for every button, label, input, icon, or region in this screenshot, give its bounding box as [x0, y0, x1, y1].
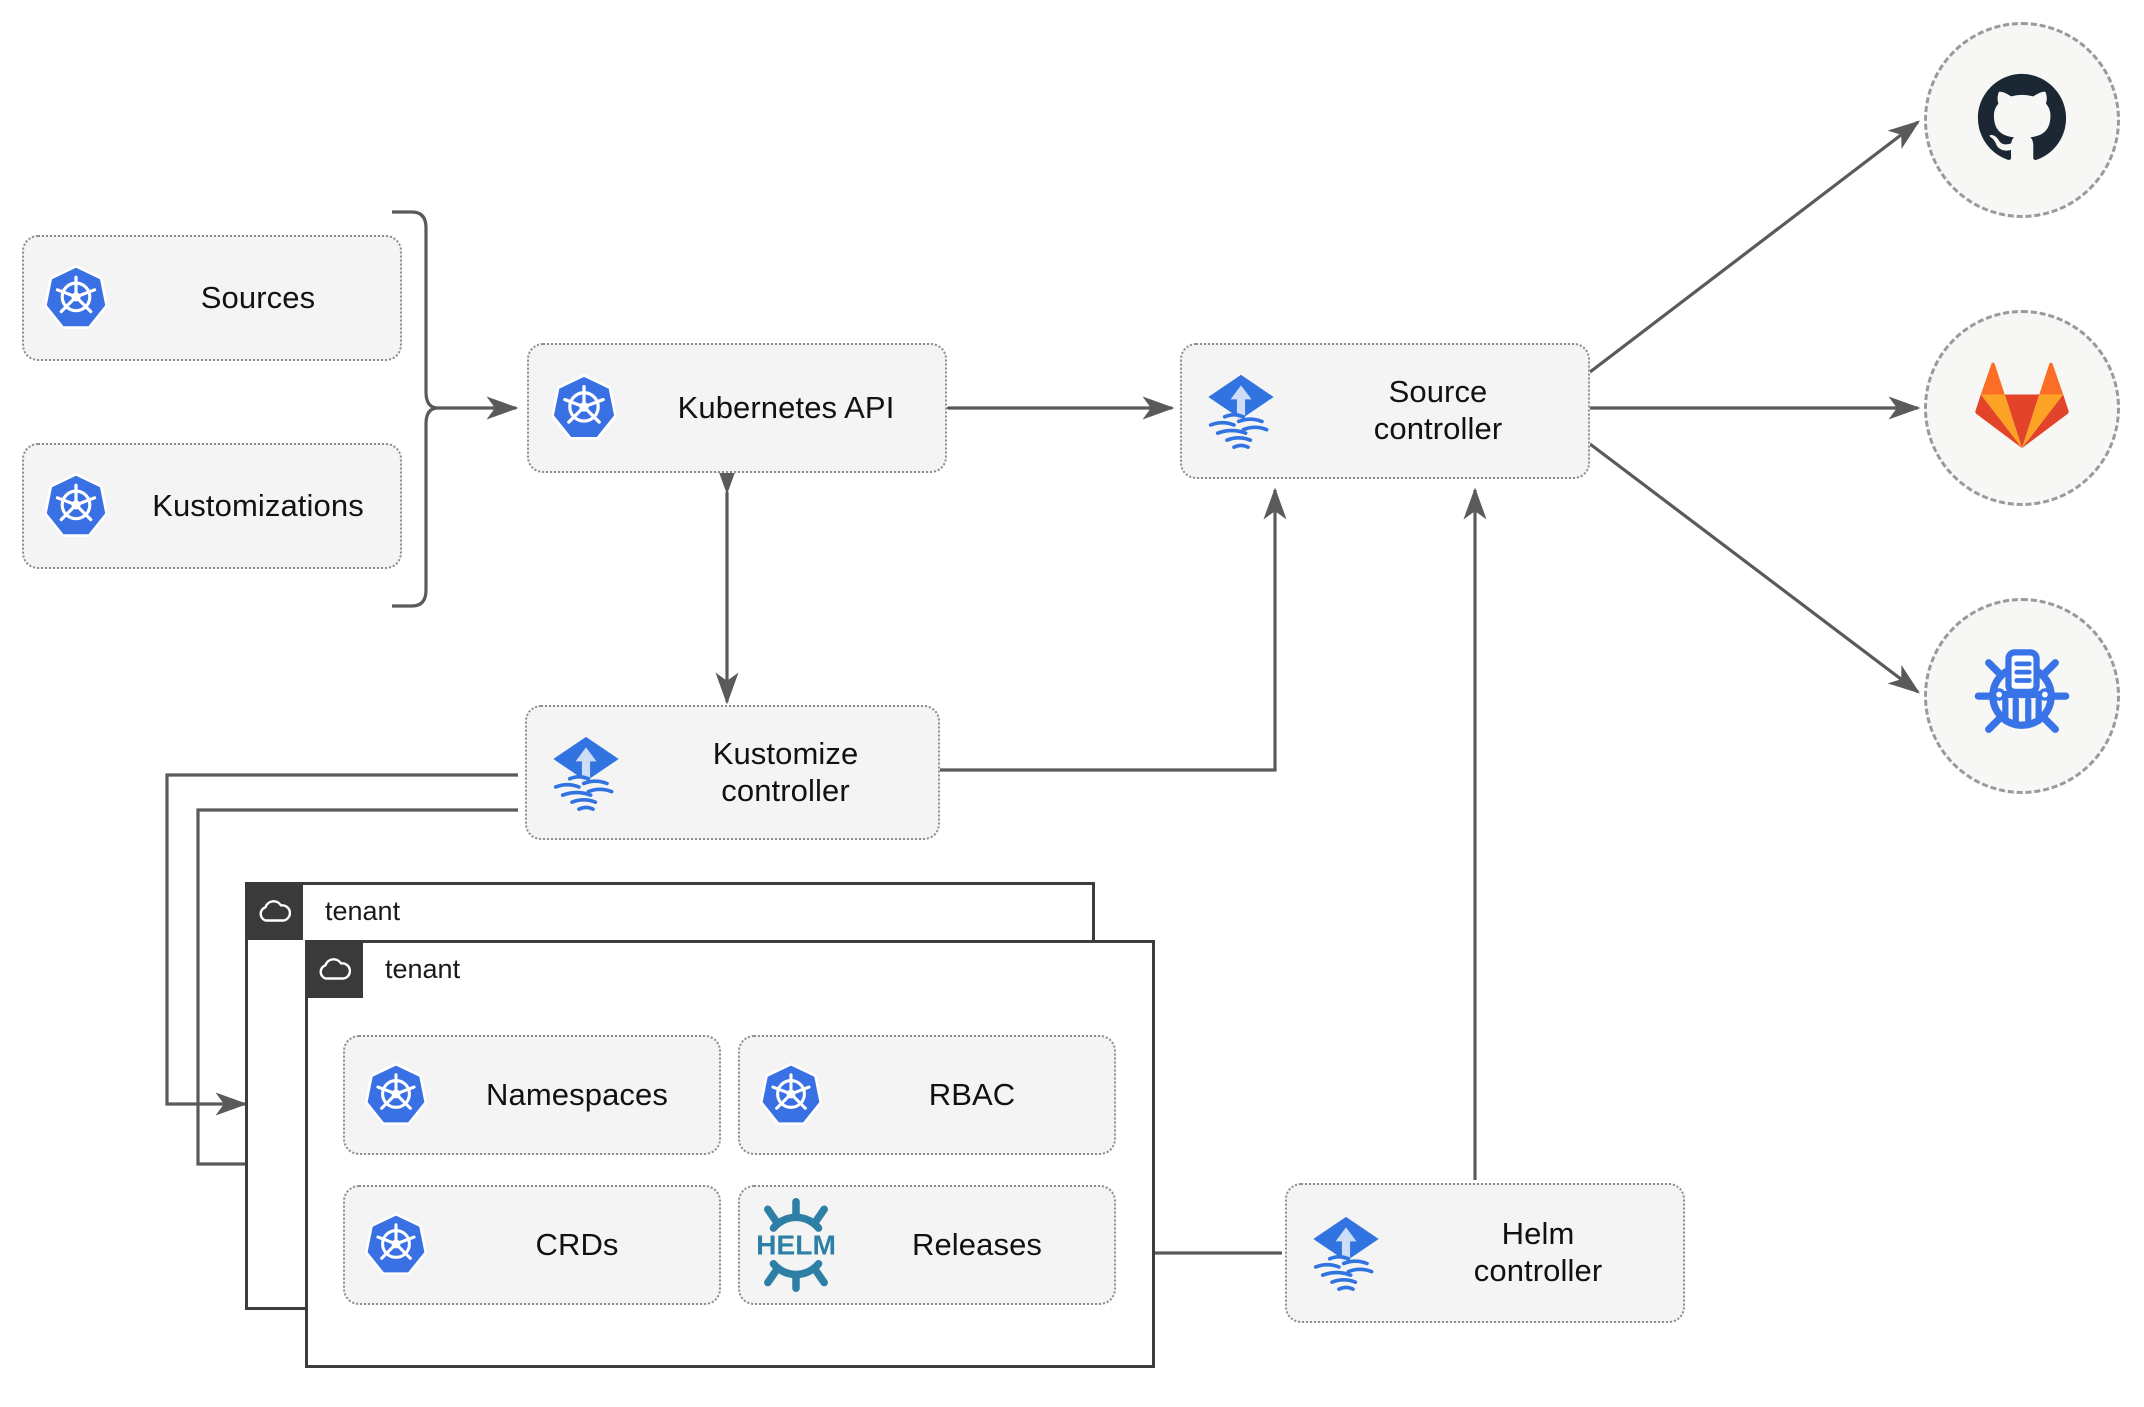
node-label-line1: Helm [1501, 1216, 1575, 1252]
node-label: Releases [911, 1226, 1043, 1262]
edge-source-to-github [1589, 120, 1921, 374]
kubernetes-icon [740, 1061, 842, 1129]
cloud-icon [245, 882, 303, 940]
node-label: RBAC [928, 1076, 1016, 1112]
node-releases[interactable]: HELM Releases [738, 1185, 1116, 1305]
node-sources[interactable]: Sources [22, 235, 402, 361]
kubernetes-icon [24, 263, 128, 333]
flux-icon [1182, 369, 1300, 453]
node-label: Kubernetes API [677, 389, 895, 425]
node-helm-controller[interactable]: Helm controller [1285, 1183, 1685, 1323]
kubernetes-icon [24, 471, 128, 541]
node-label: Kustomize controller [645, 736, 938, 809]
kubernetes-icon [345, 1061, 447, 1129]
flux-icon [527, 731, 645, 815]
cloud-icon [305, 940, 363, 998]
provider-gitlab[interactable] [1924, 310, 2120, 506]
node-kustomize-controller[interactable]: Kustomize controller [525, 705, 940, 840]
node-label-line1: Source [1388, 374, 1488, 410]
edge-kustomize-to-source-controller [938, 487, 1287, 772]
node-label: Helm controller [1405, 1216, 1683, 1289]
gitlab-icon [1974, 360, 2070, 457]
node-label-line2: controller [1373, 411, 1503, 446]
node-source-controller[interactable]: Source controller [1180, 343, 1590, 479]
node-label: Sources [200, 279, 316, 315]
node-kubernetes-api[interactable]: Kubernetes API [527, 343, 947, 473]
tenant-label: tenant [325, 895, 401, 926]
node-label-line1: Kustomize [712, 735, 859, 771]
provider-github[interactable] [1924, 22, 2120, 218]
node-label: Source controller [1300, 374, 1588, 447]
helm-icon: HELM [740, 1198, 852, 1292]
node-label: Kustomizations [152, 487, 364, 523]
provider-helm-repository[interactable] [1924, 598, 2120, 794]
node-label-line2: controller [1473, 1253, 1603, 1288]
tenant-header: tenant [245, 882, 400, 940]
tenant-header: tenant [305, 940, 460, 998]
node-label-line2: controller [721, 772, 850, 808]
node-kustomizations[interactable]: Kustomizations [22, 443, 402, 569]
flux-icon [1287, 1211, 1405, 1295]
helm-wordmark: HELM [756, 1228, 836, 1260]
node-label: Namespaces [486, 1076, 668, 1112]
node-crds[interactable]: CRDs [343, 1185, 721, 1305]
node-rbac[interactable]: RBAC [738, 1035, 1116, 1155]
helm-chart-repository-icon [1970, 642, 2074, 751]
github-icon [1976, 72, 2068, 169]
edge-source-to-helm-repository [1589, 442, 1921, 694]
node-namespaces[interactable]: Namespaces [343, 1035, 721, 1155]
node-label: CRDs [535, 1226, 619, 1262]
kubernetes-icon [529, 372, 639, 444]
kubernetes-icon [345, 1211, 447, 1279]
tenant-label: tenant [385, 953, 461, 984]
